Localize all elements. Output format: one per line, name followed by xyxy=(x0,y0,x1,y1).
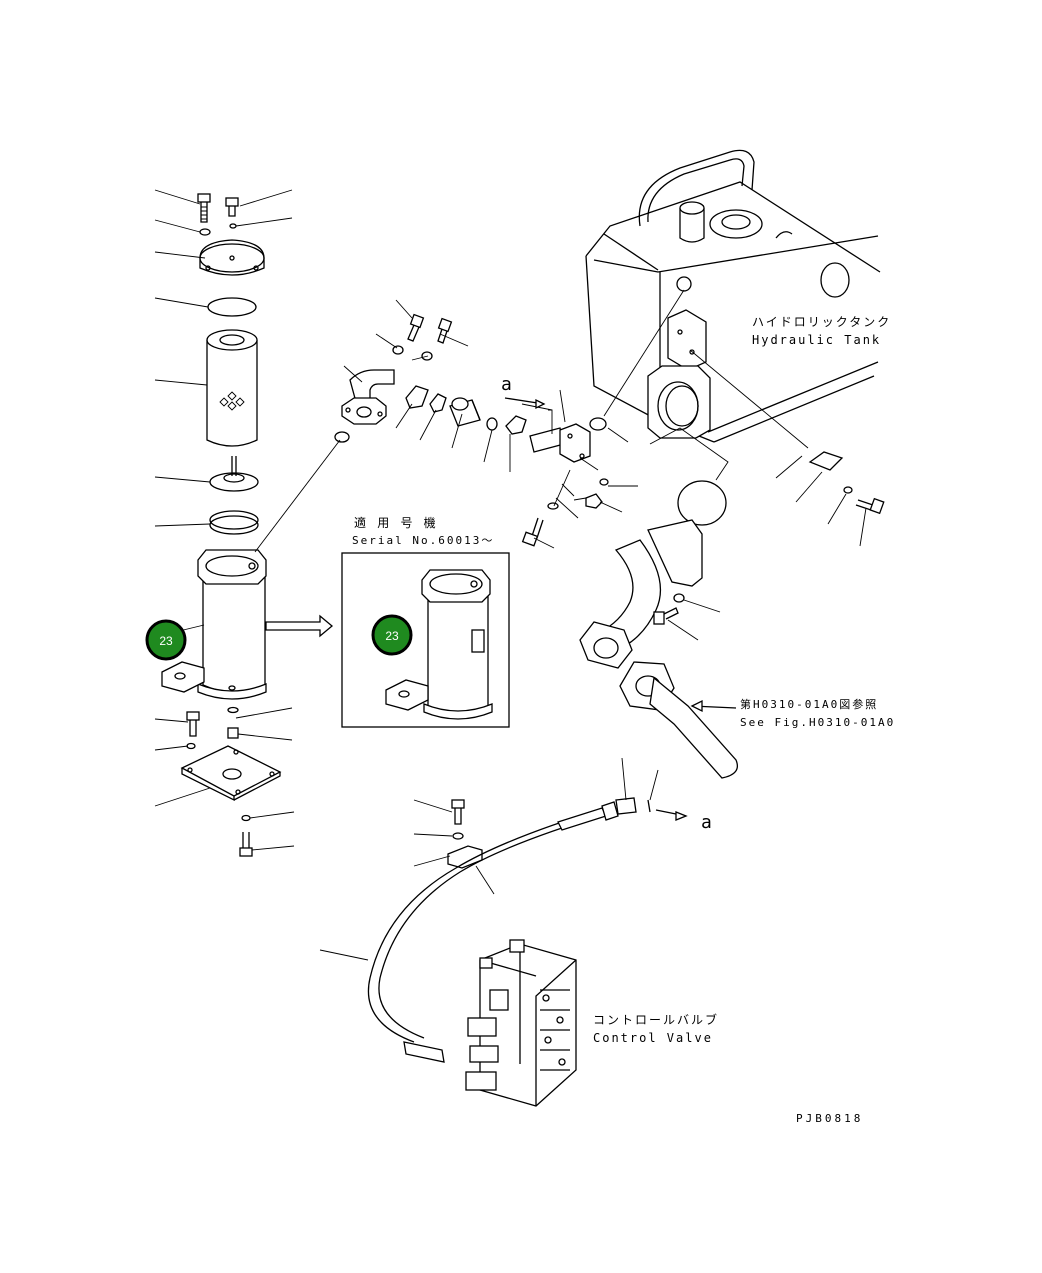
leader-lines-left xyxy=(154,189,295,851)
adapter xyxy=(449,397,481,427)
lower-bolt-right xyxy=(227,727,239,739)
top-bolt-right xyxy=(225,197,239,217)
fittings-group: a xyxy=(341,299,638,549)
o-ring-top xyxy=(207,297,257,317)
elbow-fitting xyxy=(349,369,395,403)
control-valve xyxy=(465,939,577,1107)
fitting-bolt-2 xyxy=(437,317,453,344)
see-fig-en: See Fig.H0310-01A0 xyxy=(740,716,895,729)
hose-and-valve: a コントロールバルブ Control Valve xyxy=(319,757,719,1107)
base-plate xyxy=(180,745,282,802)
serial-inset: 適 用 号 機 Serial No.60013～ xyxy=(341,515,510,728)
spring-seat xyxy=(209,456,259,492)
ref-a-bottom: a xyxy=(701,812,712,833)
callout-23-inset[interactable]: 23 xyxy=(371,614,413,656)
fitting-bolt-1 xyxy=(407,313,425,342)
filter-cover xyxy=(199,239,265,276)
half-flange-1 xyxy=(405,385,429,409)
seal-ring xyxy=(209,510,259,535)
tank-bolt xyxy=(855,497,885,515)
filter-assembly xyxy=(154,189,350,857)
clamp-bolt xyxy=(451,799,465,825)
ref-a-top: a xyxy=(501,374,512,395)
inset-arrow xyxy=(265,614,334,638)
return-pipe: 第H0310-01A0図参照 See Fig.H0310-01A0 xyxy=(579,519,895,779)
see-fig-jp: 第H0310-01A0図参照 xyxy=(740,697,878,711)
hydraulic-tank: ハイドロリックタンク Hydraulic Tank xyxy=(585,149,891,547)
callout-23-main[interactable]: 23 xyxy=(145,619,187,661)
serial-en: Serial No.60013～ xyxy=(352,534,494,547)
tank-label-jp: ハイドロリックタンク xyxy=(752,315,891,329)
filter-case xyxy=(161,549,267,700)
tee-bolt xyxy=(521,517,544,547)
callout-23-main-number: 23 xyxy=(159,634,173,648)
top-bolt-left xyxy=(197,193,211,223)
callout-23-inset-number: 23 xyxy=(385,629,399,643)
valve-label-jp: コントロールバルブ xyxy=(593,1012,719,1027)
tee-block xyxy=(529,423,591,463)
serial-jp: 適 用 号 機 xyxy=(354,515,438,530)
bottom-bolt xyxy=(239,832,253,857)
tank-label-en: Hydraulic Tank xyxy=(752,333,881,347)
lower-bolt-left xyxy=(186,711,200,737)
drawing-code: PJB0818 xyxy=(796,1112,863,1125)
leader-filter-to-port xyxy=(254,439,341,553)
pipe-bolt xyxy=(653,607,679,625)
valve-label-en: Control Valve xyxy=(593,1031,713,1045)
filter-element xyxy=(206,329,258,447)
